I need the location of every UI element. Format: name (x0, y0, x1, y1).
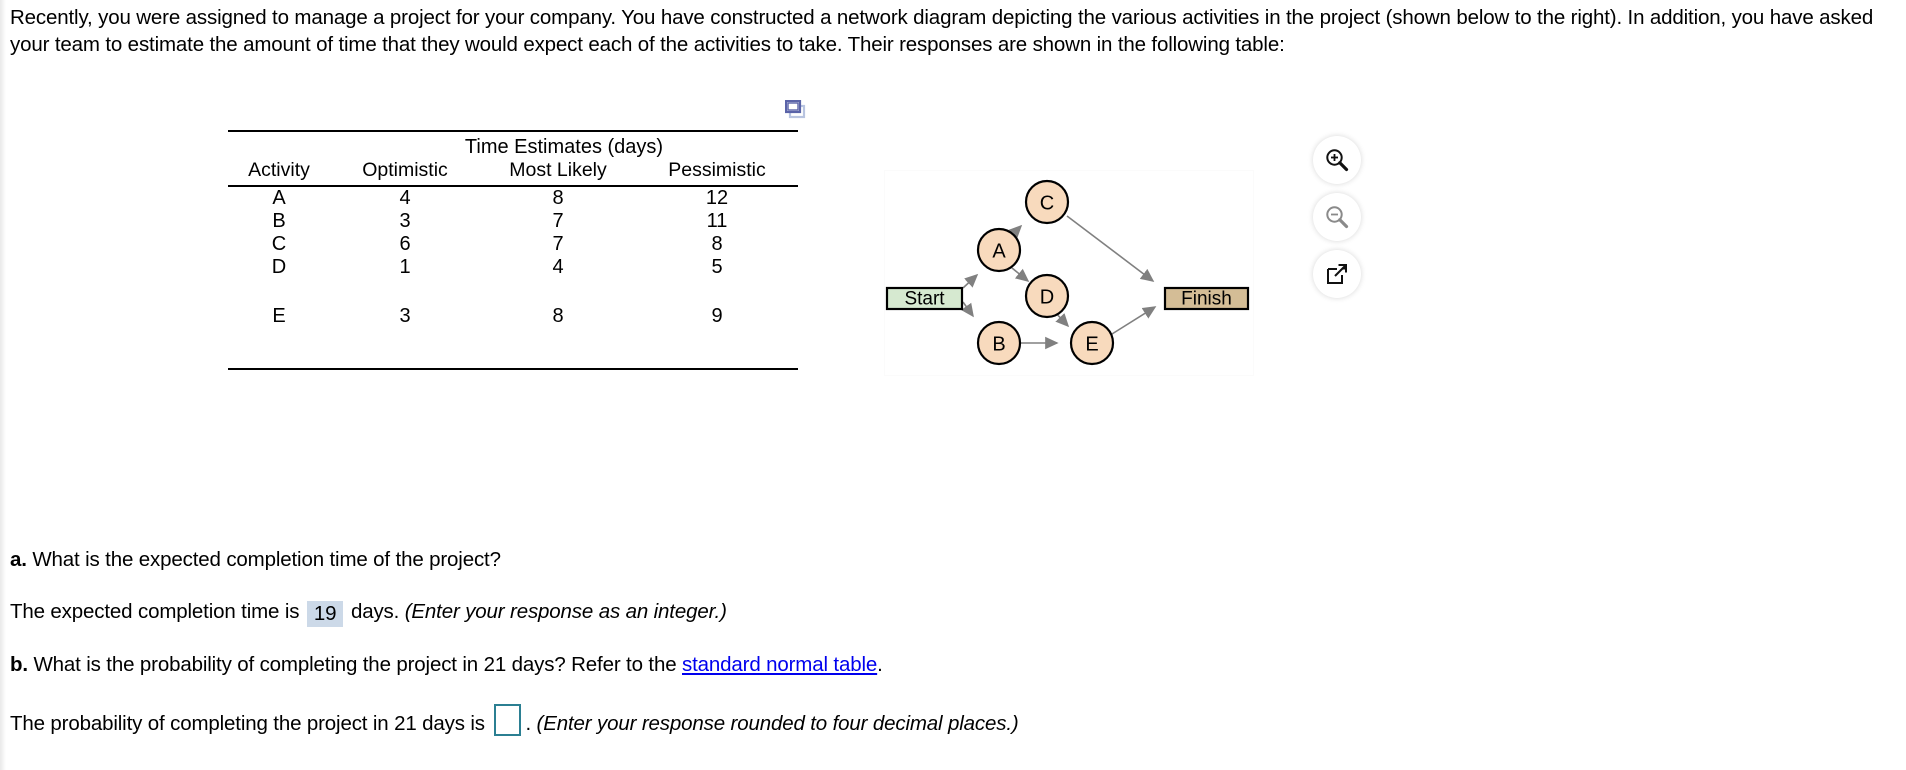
column-header-pessimistic: Pessimistic (668, 159, 766, 181)
question-a-hint: (Enter your response as an integer.) (404, 600, 727, 623)
diagram-node-b: B (976, 320, 1022, 366)
diagram-node-c: C (1024, 179, 1070, 225)
zoom-out-icon (1326, 206, 1349, 229)
table-row: D 1 4 5 (228, 256, 798, 279)
table-column-header-row: Activity Optimistic Most Likely Pessimis… (228, 159, 798, 182)
question-a-answer-line: The expected completion time is 19 days.… (10, 599, 727, 627)
table-spacer (228, 279, 798, 305)
question-b-answer-line: The probability of completing the projec… (10, 704, 1019, 737)
cell-activity: B (272, 210, 286, 232)
group-header-blank (228, 136, 330, 159)
diagram-finish-label: Finish (1181, 289, 1232, 310)
cell-activity: D (271, 256, 287, 278)
table-top-rule (228, 130, 798, 136)
network-diagram: Start Finish C A D B E (884, 170, 1254, 376)
column-header-optimistic: Optimistic (362, 159, 448, 181)
cell-pessimistic: 11 (706, 210, 728, 232)
diagram-node-start: Start (885, 286, 964, 311)
diagram-node-label-e: E (1085, 334, 1098, 356)
cell-pessimistic: 8 (711, 233, 723, 255)
cell-pessimistic: 9 (711, 305, 723, 327)
question-b-label: b. (10, 653, 28, 676)
cell-most-likely: 8 (552, 187, 564, 209)
cell-optimistic: 4 (399, 187, 411, 209)
cell-most-likely: 4 (552, 256, 564, 278)
question-a: a. What is the expected completion time … (10, 547, 501, 573)
table-row: C 6 7 8 (228, 233, 798, 256)
edge-start-to-b (961, 301, 974, 318)
table-mid-rule (228, 182, 798, 187)
table-row: B 3 7 11 (228, 210, 798, 233)
media-toolbar (1313, 136, 1363, 307)
diagram-node-e: E (1069, 320, 1115, 366)
cell-pessimistic: 12 (705, 187, 729, 209)
diagram-node-label-b: B (992, 334, 1005, 356)
cell-most-likely: 7 (552, 233, 564, 255)
cell-optimistic: 3 (399, 210, 411, 232)
question-b-hint: (Enter your response rounded to four dec… (536, 712, 1019, 735)
cell-pessimistic: 5 (711, 256, 723, 278)
diagram-node-label-c: C (1040, 193, 1054, 215)
edge-start-to-a (962, 273, 979, 289)
question-b: b. What is the probability of completing… (10, 652, 883, 678)
question-b-text: What is the probability of completing th… (33, 653, 677, 676)
question-b-answer-input[interactable] (494, 704, 522, 736)
question-a-label: a. (10, 548, 27, 571)
popout-button[interactable] (1313, 250, 1361, 298)
column-header-most-likely: Most Likely (509, 159, 607, 181)
cell-activity: E (272, 305, 286, 327)
edge-e-to-finish (1111, 306, 1157, 335)
left-edge-shading (0, 0, 6, 770)
cell-optimistic: 3 (399, 305, 411, 327)
question-a-text: What is the expected completion time of … (32, 548, 501, 571)
zoom-out-button[interactable] (1313, 193, 1361, 241)
table-row: E 3 8 9 (228, 305, 798, 328)
diagram-node-label-a: A (992, 241, 1006, 263)
table-group-header-row: Time Estimates (days) (228, 136, 798, 159)
zoom-in-button[interactable] (1313, 136, 1361, 184)
question-a-answer-input[interactable]: 19 (306, 601, 344, 627)
diagram-start-label: Start (904, 289, 945, 310)
diagram-node-d: D (1024, 273, 1070, 319)
table-bottom-rule (228, 364, 798, 370)
group-header-time-estimates: Time Estimates (days) (464, 136, 664, 158)
cell-activity: A (272, 187, 286, 209)
cell-optimistic: 6 (399, 233, 411, 255)
cell-most-likely: 7 (552, 210, 564, 232)
standard-normal-table-link[interactable]: standard normal table (682, 653, 878, 676)
cell-optimistic: 1 (399, 256, 411, 278)
table-tail-spacer (228, 328, 798, 364)
intro-paragraph: Recently, you were assigned to manage a … (10, 6, 1874, 56)
table-row: A 4 8 12 (228, 186, 798, 210)
edge-a-to-d (1011, 267, 1030, 283)
question-b-answer-suffix: . (525, 712, 531, 735)
question-b-text-after-link: . (877, 653, 883, 676)
diagram-node-a: A (976, 227, 1022, 273)
open-in-new-window-icon (1327, 264, 1347, 284)
diagram-node-finish: Finish (1163, 286, 1250, 311)
time-estimates-table: Time Estimates (days) Activity Optimisti… (228, 130, 798, 370)
column-header-activity: Activity (248, 159, 310, 181)
cell-most-likely: 8 (552, 305, 564, 327)
question-a-answer-prefix: The expected completion time is (10, 600, 300, 623)
copy-windows-icon[interactable] (784, 99, 809, 122)
zoom-in-icon (1326, 149, 1349, 172)
edge-c-to-finish (1066, 215, 1155, 282)
question-a-answer-suffix: days. (350, 600, 400, 623)
diagram-node-label-d: D (1040, 287, 1054, 309)
question-b-answer-prefix: The probability of completing the projec… (10, 712, 485, 735)
cell-activity: C (271, 233, 287, 255)
